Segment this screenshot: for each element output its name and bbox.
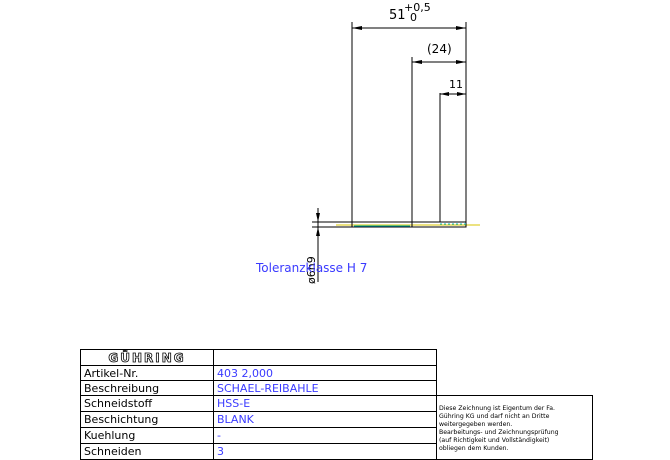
dim-diameter-text: ø6h9: [305, 256, 318, 284]
row-label-beschichtung: Beschichtung: [84, 413, 158, 426]
arrow-ref-right: [456, 60, 466, 64]
copyright-line-6: obliegen dem Kunden.: [439, 445, 509, 452]
row-label-beschreibung: Beschreibung: [84, 382, 159, 395]
sheet-margin-left: [0, 0, 78, 460]
dim-small-text: 11: [449, 78, 463, 91]
guehring-logo: GÜHRING: [108, 350, 185, 365]
title-block: GÜHRING Artikel-Nr. Beschreibung Schneid…: [80, 349, 593, 460]
arrow-overall-left: [352, 26, 362, 30]
arrow-small-right: [457, 92, 466, 96]
arrow-diam-bottom: [316, 227, 320, 236]
arrow-ref-left: [412, 60, 422, 64]
extension-lines: [312, 22, 467, 228]
row-label-kuehlung: Kuehlung: [84, 429, 135, 442]
row-value-kuehlung: -: [217, 429, 221, 442]
dimension-texts: 51 +0,5 0 (24) 11 ø6h9: [305, 1, 463, 284]
arrow-diam-top: [316, 213, 320, 222]
dim-overall-nominal: 51: [389, 8, 406, 23]
dimension-lines: [316, 26, 466, 282]
tolerance-note: Toleranzklasse H 7: [255, 261, 367, 275]
row-label-artikel: Artikel-Nr.: [84, 367, 138, 380]
row-value-schneidstoff: HSS-E: [217, 397, 250, 410]
tool-view: [336, 221, 480, 228]
dim-overall-lower: 0: [410, 11, 417, 24]
copyright-line-2: Gühring KG und darf nicht an Dritte: [439, 413, 550, 420]
row-label-schneidstoff: Schneidstoff: [84, 397, 153, 410]
row-value-beschichtung: BLANK: [217, 413, 255, 426]
arrow-small-left: [440, 92, 449, 96]
copyright-line-1: Diese Zeichnung ist Eigentum der Fa.: [439, 405, 555, 412]
copyright-line-3: weitergegeben werden.: [439, 421, 512, 428]
copyright-line-4: Bearbeitungs- und Zeichnungsprüfung: [439, 429, 559, 436]
arrow-overall-right: [456, 26, 466, 30]
row-label-schneiden: Schneiden: [84, 445, 142, 458]
row-value-artikel: 403 2,000: [217, 367, 273, 380]
dim-ref-text: (24): [427, 42, 452, 56]
drawing-sheet: [78, 0, 606, 460]
copyright-line-5: (auf Richtigkeit und Vollständigkeit): [439, 437, 549, 444]
dim-overall-upper: +0,5: [404, 1, 431, 14]
row-value-schneiden: 3: [217, 445, 224, 458]
row-value-beschreibung: SCHAEL-REIBAHLE: [217, 382, 319, 395]
